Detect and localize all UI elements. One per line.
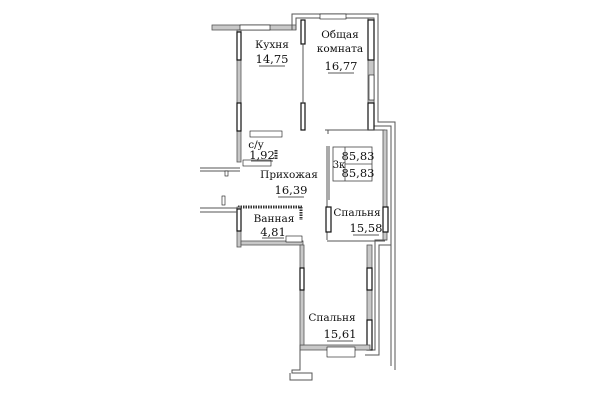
room-name: Спальня: [308, 312, 356, 324]
room-kitchen: Кухня 14,75: [255, 39, 289, 67]
window: [367, 19, 375, 61]
total-area: 85,83: [342, 149, 375, 163]
room-name: Ванная: [254, 213, 295, 225]
room-hallway: Прихожая 16,39: [260, 169, 318, 198]
room-name: Общая: [321, 29, 359, 41]
room-name: Прихожая: [260, 169, 318, 181]
room-name: Спальня: [333, 207, 381, 219]
living-area: 85,83: [342, 166, 375, 180]
room-area: 1,92: [249, 148, 275, 162]
room-name: Кухня: [255, 39, 289, 51]
room-area: 15,61: [324, 327, 357, 341]
room-wc: с/у 1,92: [248, 139, 275, 162]
room-name: комната: [317, 43, 363, 55]
window: [236, 102, 242, 132]
window: [236, 31, 242, 61]
room-living: Общая комната 16,77: [317, 29, 363, 74]
room-area: 14,75: [256, 52, 289, 66]
room-bathroom: Ванная 4,81: [254, 213, 295, 239]
area-summary-box: 3к 85,83 85,83: [332, 146, 375, 182]
room-area: 4,81: [260, 225, 286, 239]
room-area: 16,77: [325, 59, 358, 73]
room-area: 16,39: [275, 183, 308, 197]
room-area: 15,58: [350, 221, 383, 235]
window: [367, 102, 375, 131]
room-bedroom-1: Спальня 15,58: [333, 207, 383, 236]
room-bedroom-2: Спальня 15,61: [308, 312, 357, 342]
walls: [200, 13, 396, 381]
room-name: с/у: [248, 139, 264, 151]
apartment-type: 3к: [333, 160, 346, 171]
